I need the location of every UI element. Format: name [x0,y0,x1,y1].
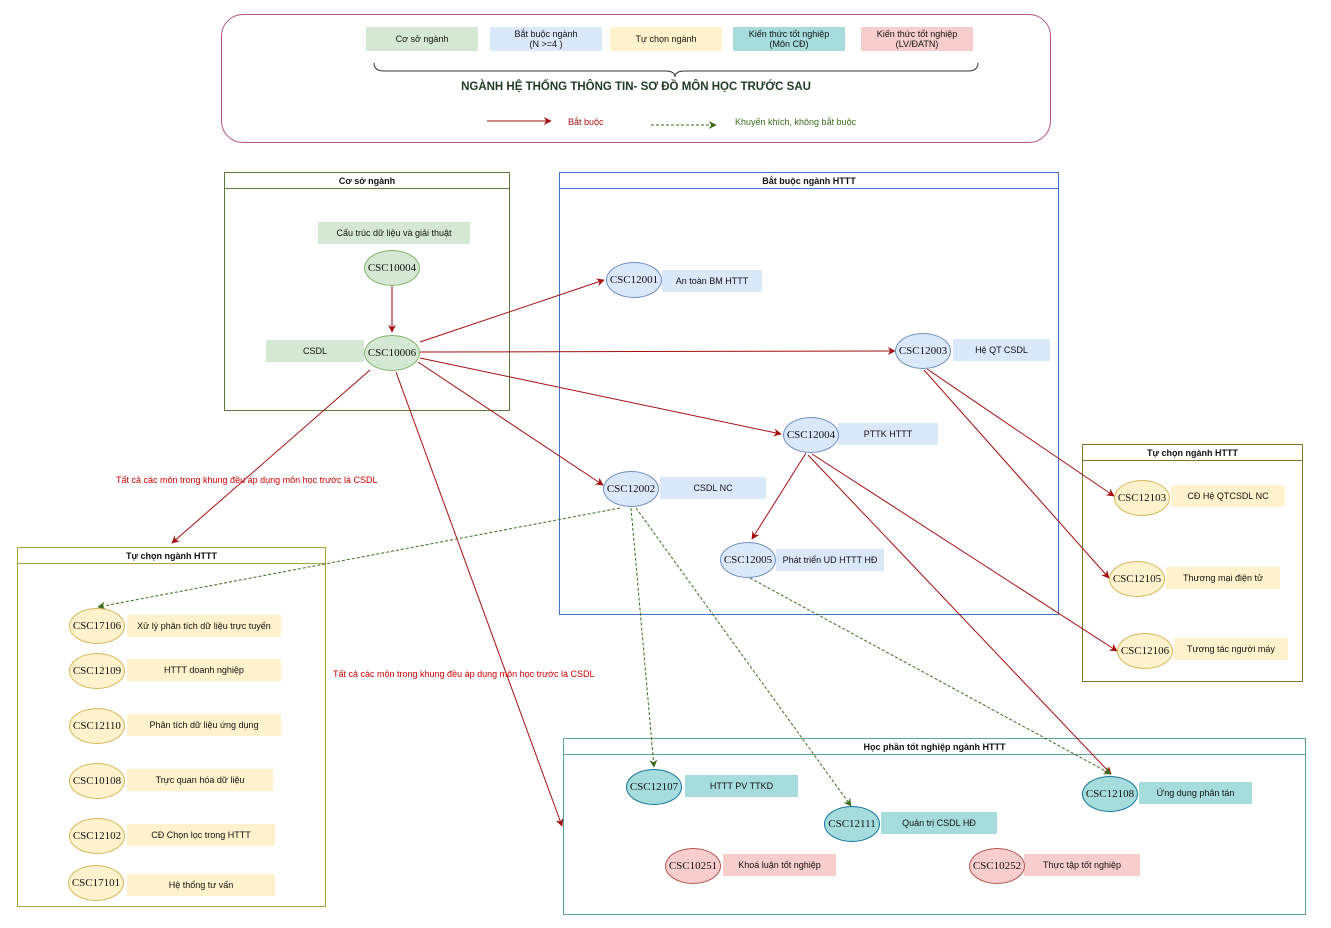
edge-12004-12005 [751,452,807,540]
node-csc12005: CSC12005 [720,542,776,578]
label-csc12004: PTTK HTTT [838,423,938,445]
node-csc10251: CSC10251 [665,848,721,884]
node-csc10006: CSC10006 [364,335,420,371]
edge-10006-12003 [419,347,896,356]
group-bat-buoc-nganh: Bắt buộc ngành HTTT [559,172,1059,615]
node-csc12001: CSC12001 [606,262,662,298]
node-csc17101: CSC17101 [68,865,124,901]
edge-12003-12103 [926,368,1115,497]
edge-10006-12001 [419,278,605,343]
legend-optional-label: Khuyến khích, không bắt buộc [735,117,857,127]
label-csc12002: CSDL NC [660,477,766,499]
node-csc12108: CSC12108 [1082,776,1138,812]
note-prerequisite-csdl-2: Tất cả các môn trong khung đều áp dụng m… [333,669,595,679]
label-csc10004: Cấu trúc dữ liệu và giải thuật [318,222,470,244]
label-csc12003: Hệ QT CSDL [953,339,1050,361]
legend-frame [221,14,1051,143]
node-csc12106: CSC12106 [1117,633,1173,669]
label-csc12105: Thương mại điện tử [1166,567,1280,589]
group-tot-nghiep: Học phần tốt nghiệp ngành HTTT [563,738,1306,915]
label-csc10251: Khoá luận tốt nghiệp [723,854,836,876]
group-tot-nghiep-title: Học phần tốt nghiệp ngành HTTT [564,739,1305,755]
label-csc17101: Hệ thống tư vấn [127,874,275,896]
group-co-so-nganh-title: Cơ sở ngành [225,173,509,189]
node-csc17106: CSC17106 [69,608,125,644]
edge-12002-17106 [97,507,621,610]
legend-required-label: Bắt buộc [568,117,604,127]
edge-12003-12105 [923,369,1110,579]
legend-brace [373,62,979,78]
group-co-so-nganh: Cơ sở ngành [224,172,510,411]
node-csc12103: CSC12103 [1114,480,1170,516]
node-csc10252: CSC10252 [969,848,1025,884]
edge-12004-12108 [807,454,1112,775]
label-csc12111: Quản trị CSDL HĐ [881,812,997,834]
node-csc12105: CSC12105 [1109,561,1165,597]
edge-10006-tuchon-left [171,369,371,544]
node-csc10108: CSC10108 [69,763,125,799]
node-csc12003: CSC12003 [895,333,951,369]
edge-12002-12111 [635,507,852,807]
edge-10006-12002 [417,361,604,486]
label-csc12106: Tương tác người máy [1174,638,1288,660]
node-csc12110: CSC12110 [69,708,125,744]
edge-12005-12108 [749,577,1112,775]
group-tu-chon-right: Tự chọn ngành HTTT [1082,444,1303,682]
node-csc12004: CSC12004 [783,417,839,453]
group-tu-chon-right-title: Tự chọn ngành HTTT [1083,445,1302,461]
edge-12004-12106 [811,453,1118,652]
label-csc17106: Xử lý phân tích dữ liệu trực tuyến [127,615,281,637]
group-tu-chon-left-title: Tự chọn ngành HTTT [18,548,325,564]
node-csc10004: CSC10004 [364,250,420,286]
label-csc12109: HTTT doanh nghiệp [127,659,281,681]
edge-10006-totnghiep [395,371,564,827]
legend-tot-nghiep-lv: Kiến thức tốt nghiệp (LV/ĐATN) [861,27,973,51]
edge-10006-12004 [419,357,782,437]
note-prerequisite-csdl-1: Tất cả các môn trong khung đều áp dụng m… [116,475,378,485]
node-csc12102: CSC12102 [69,818,125,854]
label-csc10252: Thực tập tốt nghiệp [1024,854,1140,876]
label-csc12102: CĐ Chọn lọc trong HTTT [127,824,275,846]
legend-tot-nghiep-cd: Kiến thức tốt nghiệp (Môn CĐ) [733,27,845,51]
node-csc12111: CSC12111 [824,806,880,842]
legend-bat-buoc: Bắt buộc ngành (N >=4 ) [490,27,602,51]
label-csc10006: CSDL [266,340,364,362]
edge-12002-12107 [630,507,658,768]
label-csc12005: Phát triển UD HTTT HĐ [776,549,884,571]
label-csc12108: Ứng dụng phân tán [1139,782,1252,804]
label-csc12103: CĐ Hệ QTCSDL NC [1171,485,1285,507]
label-csc12110: Phân tích dữ liệu ứng dụng [127,714,281,736]
node-csc12109: CSC12109 [69,653,125,689]
group-tu-chon-left: Tự chọn ngành HTTT [17,547,326,907]
diagram-title: NGÀNH HỆ THỐNG THÔNG TIN- SƠ ĐỒ MÔN HỌC … [461,81,811,93]
label-csc10108: Trực quan hóa dữ liệu [127,769,273,791]
node-csc12107: CSC12107 [626,769,682,805]
label-csc12001: An toàn BM HTTT [662,270,762,292]
label-csc12107: HTTT PV TTKD [685,775,798,797]
legend-tu-chon: Tự chọn ngành [610,27,722,51]
group-bat-buoc-nganh-title: Bắt buộc ngành HTTT [560,173,1058,189]
legend-co-so: Cơ sở ngành [366,27,478,51]
node-csc12002: CSC12002 [603,471,659,507]
